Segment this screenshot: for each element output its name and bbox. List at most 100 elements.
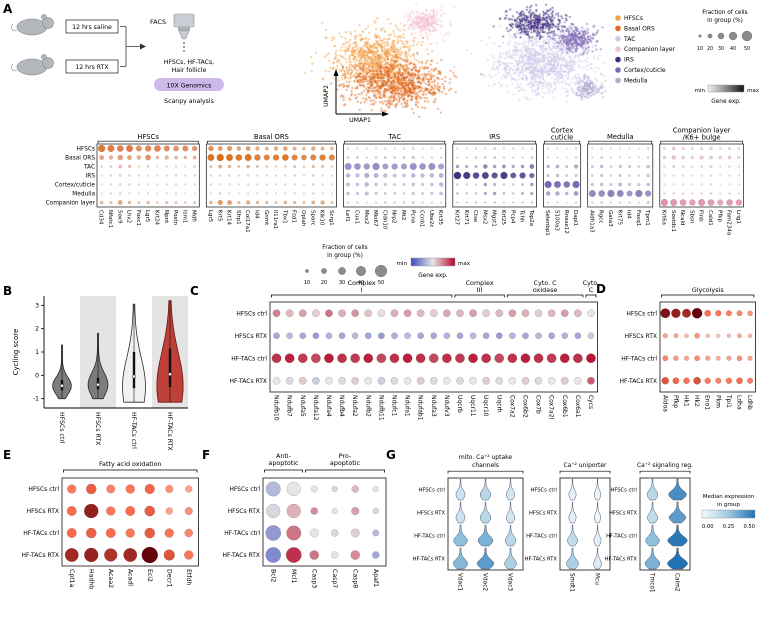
gene-label: Msx2 bbox=[481, 210, 487, 224]
legend-swatch bbox=[615, 46, 621, 52]
gene-label: Eno1 bbox=[704, 395, 711, 410]
panel-label-d: D bbox=[596, 282, 606, 296]
group-bracket bbox=[661, 294, 755, 298]
block-title: TAC bbox=[387, 133, 401, 141]
row-label: HF-TACs RTX bbox=[413, 556, 446, 562]
violin bbox=[594, 501, 601, 524]
gene-label: Scrg1 bbox=[328, 210, 334, 226]
plot-frame bbox=[543, 143, 582, 208]
tenx-pill bbox=[154, 78, 224, 91]
gene-label: Pcp4 bbox=[509, 210, 515, 224]
violin bbox=[593, 524, 602, 547]
gene-label: Ldhb bbox=[746, 395, 753, 410]
gene-label: Calm2 bbox=[674, 573, 680, 592]
violin bbox=[477, 524, 494, 547]
gene-label: Postn bbox=[172, 210, 178, 226]
gene-label: Uqcr11 bbox=[469, 395, 476, 417]
dots bbox=[265, 481, 380, 563]
block-title: /K6+ bulge bbox=[683, 134, 721, 142]
group-bracket bbox=[639, 470, 691, 474]
y-tick-label: 2 bbox=[35, 326, 39, 333]
size-label: 20 bbox=[707, 46, 713, 52]
row-label: Companion layer bbox=[46, 201, 96, 207]
colorbar bbox=[707, 84, 745, 93]
group-title: apoptotic bbox=[330, 459, 361, 467]
legend-swatch bbox=[615, 67, 621, 73]
group-title: III bbox=[477, 286, 483, 294]
group-title: Cyto. C bbox=[534, 279, 558, 287]
min-label: min bbox=[397, 261, 408, 267]
plot-frame bbox=[447, 477, 524, 571]
gene-label: Mcl1 bbox=[290, 569, 297, 583]
group-title: Cyto. bbox=[583, 279, 600, 287]
gene-label: Ccnb1 bbox=[419, 210, 425, 227]
group-bracket bbox=[264, 469, 303, 473]
size-dot bbox=[698, 34, 702, 38]
violin bbox=[647, 501, 658, 524]
gene-label: Dapl1 bbox=[572, 210, 578, 226]
dots bbox=[271, 309, 596, 385]
sorted-cells-line2: Hair follicle bbox=[172, 67, 207, 74]
size-label: 50 bbox=[744, 46, 750, 52]
plot-frame bbox=[659, 301, 756, 393]
violin bbox=[566, 547, 579, 570]
plot-frame bbox=[587, 143, 654, 208]
row-label: HFSCs ctrl bbox=[229, 486, 260, 493]
group-bracket bbox=[63, 469, 198, 473]
dots bbox=[98, 144, 198, 205]
max-label: max bbox=[747, 88, 759, 94]
gene-label: Ndufb4 bbox=[338, 395, 345, 417]
x-tick-label: HFSCs ctrl bbox=[58, 412, 65, 444]
panel-label-b: B bbox=[3, 284, 13, 298]
colorbar-title: in group bbox=[717, 502, 740, 508]
gene-label: Ndufb11 bbox=[377, 395, 384, 421]
facs-label: FACS bbox=[150, 18, 166, 26]
gene-label: S100a3 bbox=[553, 210, 559, 231]
size-label: 10 bbox=[304, 280, 310, 286]
row-label: HF-TACs ctrl bbox=[231, 355, 267, 362]
gene-label: Fam234a bbox=[726, 210, 732, 235]
y-tick-label: -1 bbox=[33, 396, 39, 403]
gene-label: Sbsn bbox=[688, 210, 694, 224]
gene-label: Ndufb7 bbox=[286, 395, 293, 417]
colorbar-title: Median expression bbox=[703, 494, 755, 500]
dots bbox=[660, 146, 743, 207]
colorbar-tick: 0.00 bbox=[702, 524, 714, 530]
panel-label-e: E bbox=[3, 448, 12, 462]
dots bbox=[660, 307, 754, 385]
block-bracket bbox=[206, 140, 336, 144]
gene-label: Ndufab1 bbox=[417, 395, 424, 421]
gene-label: Mgst1 bbox=[491, 210, 497, 227]
gene-label: Cpt1a bbox=[68, 569, 75, 588]
fraction-legend-title: Fraction of cells bbox=[322, 245, 367, 251]
gene-label: Ctse bbox=[472, 210, 478, 223]
gene-label: Mt2 bbox=[400, 210, 406, 220]
group-title: oxidase bbox=[533, 286, 558, 294]
gene-label: Krt35 bbox=[437, 210, 443, 226]
gene-label: Etfdh bbox=[185, 569, 192, 585]
group-title: Complex bbox=[348, 279, 376, 287]
gene-label: Aldoa bbox=[661, 395, 668, 412]
group-title: C bbox=[589, 286, 594, 294]
dots bbox=[64, 483, 194, 564]
size-dot bbox=[717, 32, 725, 40]
gene-label: Ube2c bbox=[428, 210, 434, 227]
block-bracket bbox=[660, 140, 743, 144]
gene-label: Krt14 bbox=[226, 210, 232, 226]
violin bbox=[505, 501, 516, 524]
gene-label: Tchh bbox=[519, 209, 525, 223]
gene-label: Acaa2 bbox=[107, 569, 114, 588]
gene-label: Pkm bbox=[714, 395, 721, 408]
gene-label: Cd34 bbox=[98, 210, 104, 225]
umap2-axis-label: UMAP2 bbox=[323, 85, 330, 107]
gene-label: Krt24 bbox=[153, 210, 159, 226]
gene-label: Sparc bbox=[309, 210, 315, 226]
size-dot bbox=[305, 269, 309, 273]
bracket-line bbox=[120, 26, 140, 67]
plot-frame bbox=[559, 477, 611, 571]
group-bracket bbox=[454, 294, 505, 298]
